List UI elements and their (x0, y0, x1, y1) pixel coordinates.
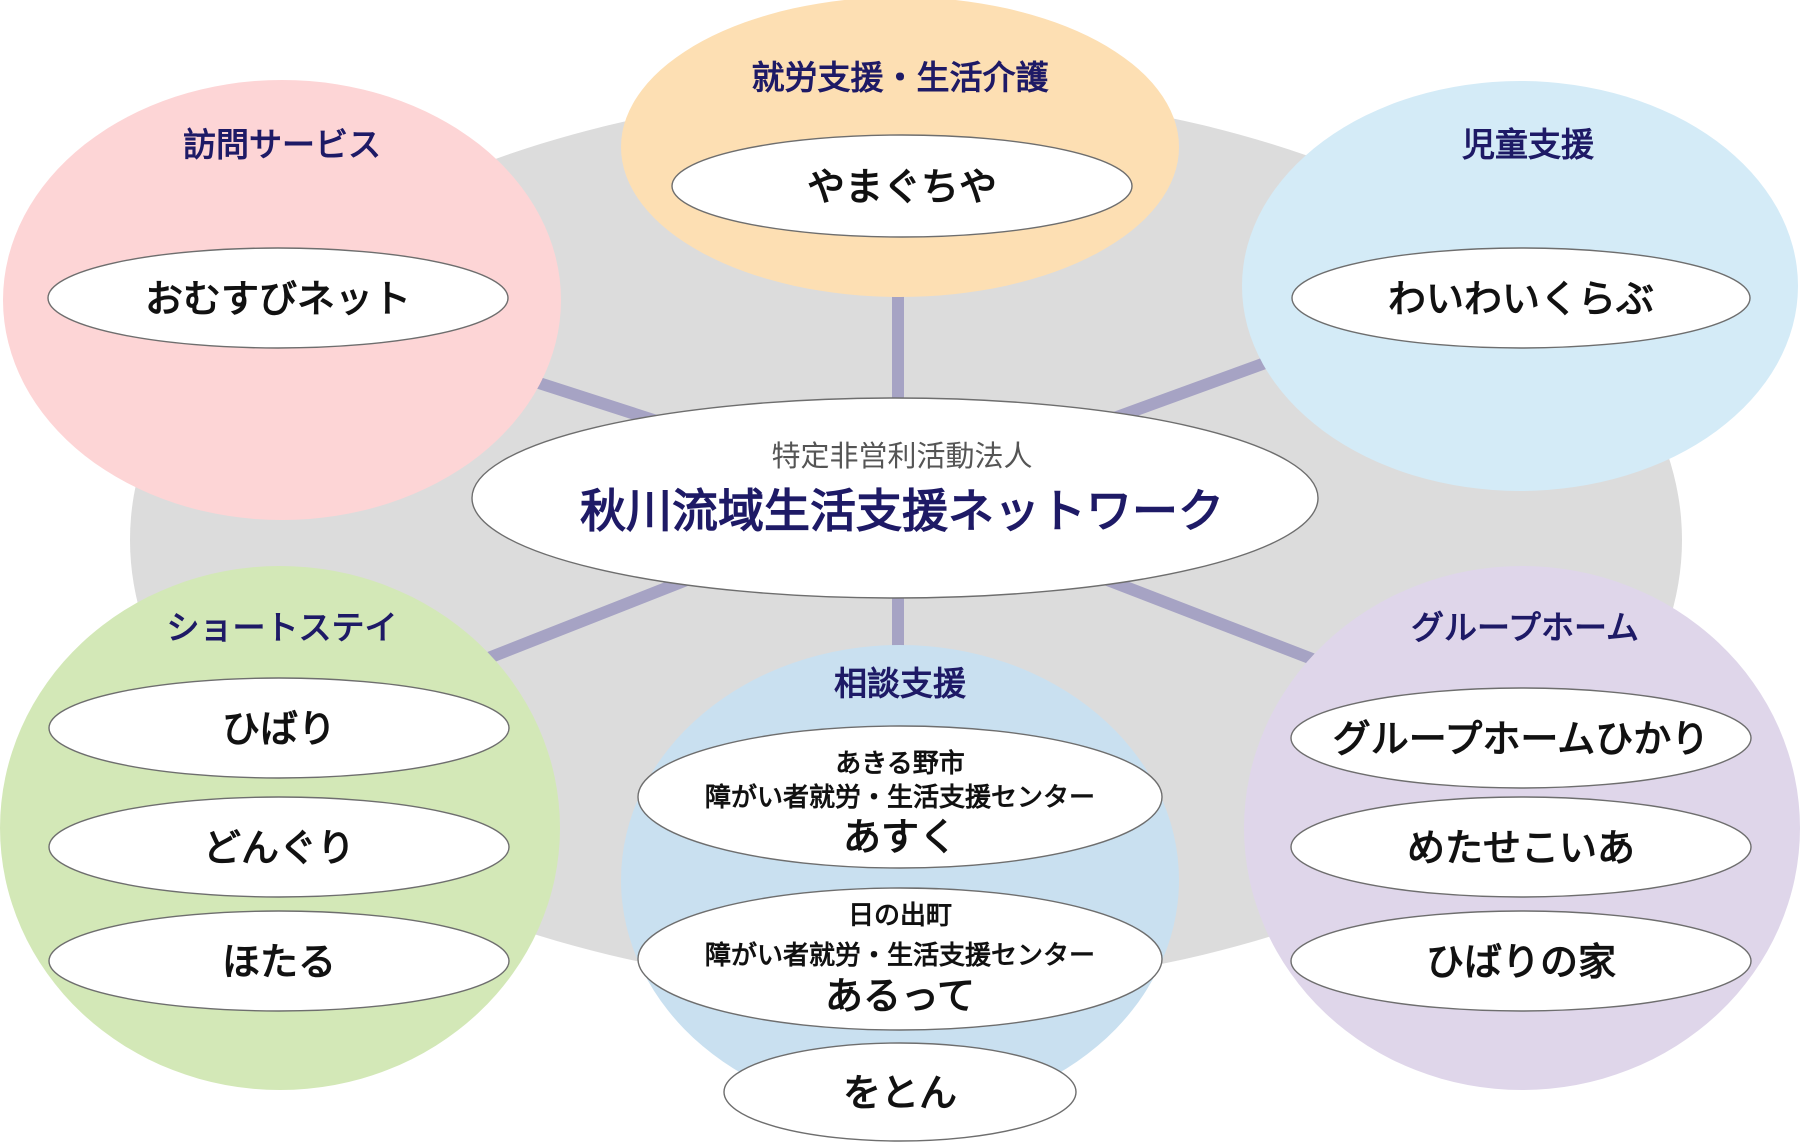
organization-ellipse (471, 397, 1319, 599)
category-employment: 就労支援・生活介護 やまぐちや (621, 0, 1179, 297)
facility-name: やまぐちや (807, 165, 997, 209)
category-title: 訪問サービス (183, 125, 381, 164)
category-title: 児童支援 (1462, 125, 1595, 164)
facility-pill[interactable]: グループホームひかり (1290, 687, 1752, 789)
facility-name: ひばり (222, 707, 336, 751)
facility-pill[interactable]: どんぐり (48, 796, 510, 898)
facility-name: わいわいくらぶ (1388, 277, 1654, 321)
facility-name: をとん (843, 1071, 957, 1115)
pill-ellipse (48, 796, 510, 898)
facility-name: めたせこいあ (1407, 826, 1635, 870)
facility-pill[interactable]: ひばり (48, 677, 510, 779)
facility-pill[interactable]: めたせこいあ (1290, 796, 1752, 898)
organization-subtitle: 特定非営利活動法人 (771, 439, 1032, 473)
pill-ellipse (1290, 796, 1752, 898)
pill-ellipse (723, 1042, 1077, 1142)
facility-pill[interactable]: やまぐちや (671, 134, 1133, 238)
pill-ellipse (48, 910, 510, 1012)
facility-name: おむすびネット (145, 277, 411, 321)
facility-pill[interactable]: 日の出町 障がい者就労・生活支援センター あるって (637, 887, 1163, 1031)
facility-name: あすく (843, 815, 957, 859)
category-title: 就労支援・生活介護 (752, 58, 1050, 97)
category-visit: 訪問サービス おむすびネット (3, 80, 561, 520)
facility-type: 障がい者就労・生活支援センター (705, 940, 1095, 971)
organization-center[interactable]: 特定非営利活動法人 秋川流域生活支援ネットワーク (471, 397, 1319, 599)
pill-ellipse (637, 887, 1163, 1031)
facility-pill[interactable]: ほたる (48, 910, 510, 1012)
pill-ellipse (47, 247, 509, 349)
pill-ellipse (1290, 910, 1752, 1012)
facility-area: あきる野市 (835, 748, 964, 779)
category-title: ショートステイ (167, 608, 398, 647)
facility-name: どんぐり (203, 826, 355, 870)
pill-ellipse (671, 134, 1133, 238)
facility-area: 日の出町 (848, 901, 952, 931)
pill-ellipse (637, 725, 1163, 869)
pill-ellipse (1290, 687, 1752, 789)
facility-type: 障がい者就労・生活支援センター (705, 782, 1095, 813)
facility-pill[interactable]: わいわいくらぶ (1291, 247, 1751, 349)
facility-pill[interactable]: ひばりの家 (1290, 910, 1752, 1012)
facility-name: あるって (825, 974, 975, 1018)
category-consultation: 相談支援 あきる野市 障がい者就労・生活支援センター あすく 日の出町 障がい者… (621, 645, 1179, 1142)
facility-pill[interactable]: あきる野市 障がい者就労・生活支援センター あすく (637, 725, 1163, 869)
facility-name: ほたる (222, 940, 336, 984)
facility-pill[interactable]: をとん (723, 1042, 1077, 1142)
category-grouphome: グループホーム グループホームひかり めたせこいあ ひばりの家 (1244, 566, 1800, 1090)
category-shortstay: ショートステイ ひばり どんぐり ほたる (0, 566, 560, 1090)
category-title: 相談支援 (834, 664, 967, 703)
facility-name: グループホームひかり (1333, 717, 1710, 761)
pill-ellipse (48, 677, 510, 779)
category-children: 児童支援 わいわいくらぶ (1242, 81, 1798, 491)
facility-pill[interactable]: おむすびネット (47, 247, 509, 349)
organization-name: 秋川流域生活支援ネットワーク (580, 484, 1224, 538)
category-title: グループホーム (1411, 608, 1639, 647)
facility-name: ひばりの家 (1426, 940, 1616, 984)
pill-ellipse (1291, 247, 1751, 349)
